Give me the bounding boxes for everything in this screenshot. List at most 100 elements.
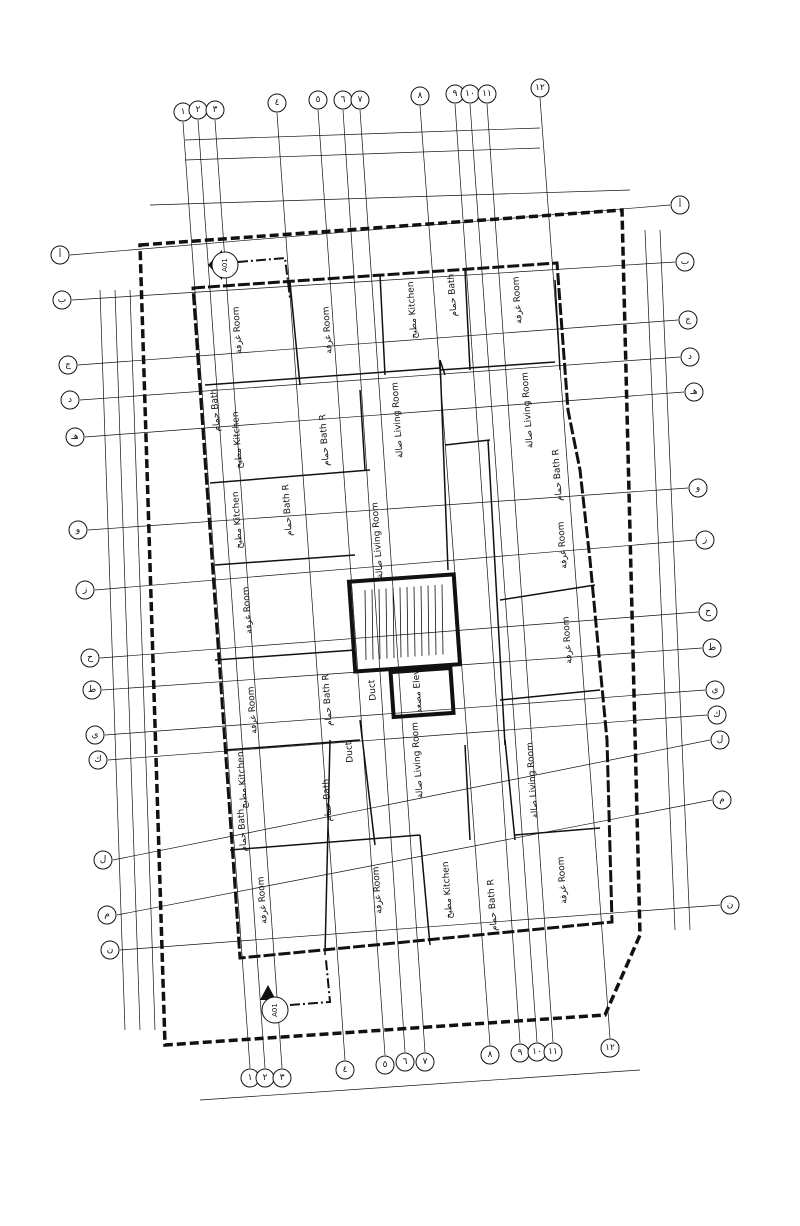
wall <box>359 389 366 471</box>
grid-bubble-top-label: ٤ <box>275 98 280 108</box>
grid-line-horizontal <box>79 356 681 401</box>
grid-bubble-right <box>707 705 727 725</box>
room-label: غرفة Room <box>371 866 384 914</box>
section-mark-top: A01 <box>208 250 291 299</box>
grid-bubble-top <box>205 100 225 120</box>
grid-bubble-right <box>710 730 730 750</box>
grid-bubble-left <box>52 290 72 310</box>
grid-bubble-top-label: ٥ <box>316 95 321 105</box>
room-label: صالة Living Room <box>390 382 405 459</box>
grid-bubble-bottom-label: ٤ <box>343 1065 348 1075</box>
grid-line-horizontal <box>77 319 679 366</box>
grid-line-horizontal <box>112 739 711 861</box>
grid-bubble-bottom-label: ٨ <box>488 1050 493 1060</box>
stair-tread <box>427 585 430 656</box>
wall <box>209 469 371 484</box>
room-label: غرفة Room <box>321 306 334 354</box>
wall <box>499 689 601 701</box>
grid-bubble-top <box>410 86 430 106</box>
wall <box>514 827 601 836</box>
grid-line-horizontal <box>99 611 699 659</box>
grid-bubble-left-label: ك <box>94 755 101 765</box>
grid-bubble-bottom <box>335 1060 355 1080</box>
grid-line-horizontal <box>94 539 696 591</box>
room-label: غرفة Room <box>556 856 569 904</box>
grid-bubble-right <box>670 195 690 215</box>
room-label: حمام Bath R <box>321 674 335 727</box>
grid-bubble-bottom-label: ٢ <box>263 1073 268 1083</box>
grid-bubble-bottom-label: ١٢ <box>605 1043 615 1053</box>
grid-bubble-left <box>97 905 117 925</box>
grid-line-horizontal <box>71 261 676 301</box>
grid-bubble-top-label: ٢ <box>196 105 201 115</box>
grid-bubble-right <box>684 382 704 402</box>
grid-bubble-left <box>75 580 95 600</box>
room-label: مطبخ Kitchen <box>441 861 455 919</box>
grid-line-horizontal <box>104 689 706 736</box>
grid-line-horizontal <box>107 714 708 761</box>
grid-bubble-left-label: م <box>104 910 110 920</box>
stair-core <box>346 572 463 720</box>
grid-line-vertical <box>197 119 266 1069</box>
dimension-line <box>659 229 691 931</box>
wall <box>214 649 356 661</box>
grid-bubble-left-label: ي <box>91 730 98 740</box>
grid-line-vertical <box>486 103 554 1043</box>
stair-tread <box>420 585 423 657</box>
grid-bubble-right-label: م <box>719 795 725 805</box>
wall <box>504 739 516 841</box>
grid-bubble-right-label: د <box>688 352 692 362</box>
grid-bubble-left-label: ب <box>58 295 66 305</box>
room-label: غرفة Room <box>511 276 524 324</box>
grid-bubble-left <box>68 520 88 540</box>
grid-bubble-right <box>688 478 708 498</box>
section-mark-label: A01 <box>221 258 229 272</box>
grid-bubble-left-label: هـ <box>70 432 79 442</box>
wall <box>224 739 361 751</box>
stair-tread <box>378 588 381 660</box>
dimension-line <box>114 289 141 1031</box>
grid-bubble-bottom-label: ٥ <box>383 1060 388 1070</box>
grid-bubble-bottom-label: ١١ <box>548 1047 558 1057</box>
grid-bubble-left <box>50 245 70 265</box>
grid-line-horizontal <box>69 204 671 256</box>
grid-bubble-left <box>58 355 78 375</box>
plot-boundary <box>138 208 642 1047</box>
stair-tread <box>413 586 416 657</box>
grid-line-horizontal <box>119 904 721 951</box>
grid-bubble-left-label: ل <box>100 855 107 865</box>
grid-line-horizontal <box>84 391 685 438</box>
room-label: Duct <box>344 741 355 763</box>
grid-bubble-top-label: ٧ <box>358 95 363 105</box>
wall <box>439 359 449 571</box>
wall <box>379 274 386 376</box>
stair-tread <box>385 588 388 659</box>
grid-bubble-left-label: ز <box>82 585 87 595</box>
grid-bubble-top <box>267 93 287 113</box>
grid-bubble-left <box>65 427 85 447</box>
stair-tread <box>406 586 409 658</box>
building-outline <box>191 261 614 960</box>
room-label: حمام Bath R <box>486 879 500 932</box>
dimension-line <box>129 289 156 1031</box>
grid-bubble-right-label: هـ <box>689 387 698 397</box>
grid-bubble-top-label: ١٢ <box>535 83 545 93</box>
grid-bubble-left <box>100 940 120 960</box>
grid-line-vertical <box>469 103 538 1043</box>
wall <box>324 739 331 956</box>
grid-bubble-top-label: ١٠ <box>465 89 475 99</box>
grid-bubble-top <box>350 90 370 110</box>
grid-lines <box>69 97 721 1101</box>
grid-bubble-right <box>702 638 722 658</box>
room-label: صالة Living Room <box>520 372 535 449</box>
grid-bubble-top <box>477 84 497 104</box>
grid-line-vertical <box>539 97 611 1039</box>
grid-line-horizontal <box>116 799 713 916</box>
grid-bubble-right <box>695 530 715 550</box>
room-label: مصعد Elev. <box>411 667 424 713</box>
grid-bubble-right <box>712 790 732 810</box>
grid-bubble-bottom <box>543 1042 563 1062</box>
grid-bubble-left <box>85 725 105 745</box>
stair-tread <box>392 587 395 659</box>
